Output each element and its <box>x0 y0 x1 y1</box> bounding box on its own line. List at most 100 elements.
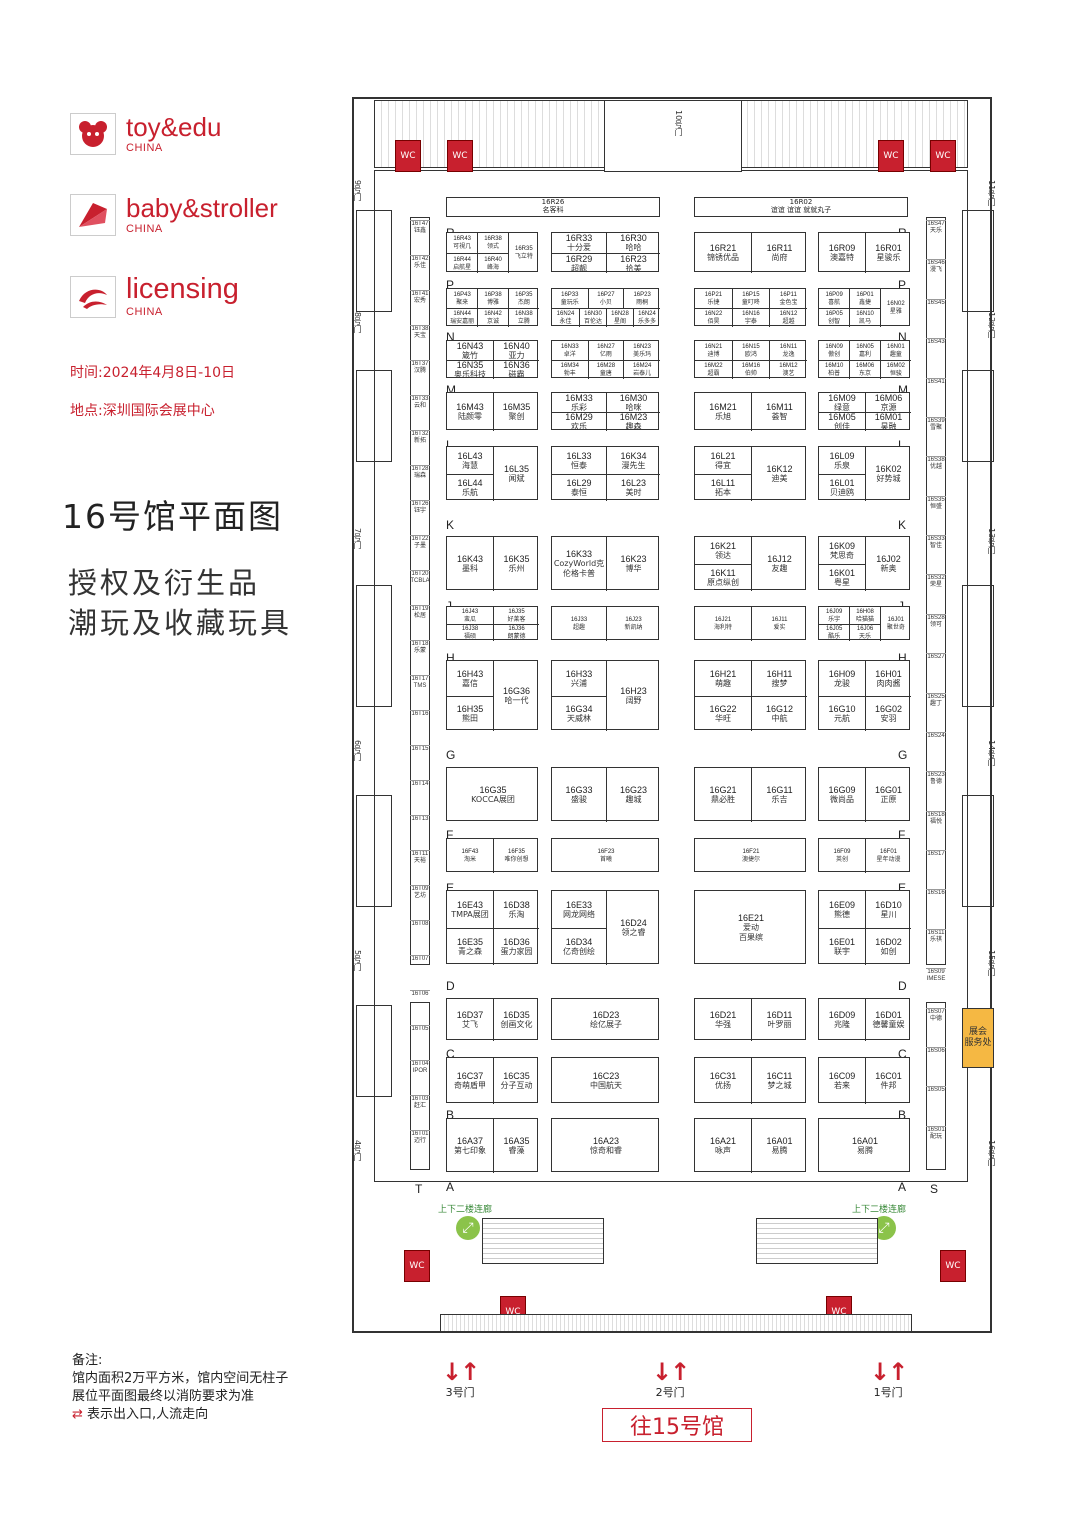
side-booth[interactable]: 16S05 <box>926 1086 946 1125</box>
side-door[interactable]: 7号门 <box>353 528 362 550</box>
side-door[interactable]: 12号门 <box>987 312 996 339</box>
side-booth[interactable]: 16T16 <box>410 710 430 745</box>
side-booth[interactable]: 16S43 <box>926 338 946 377</box>
side-door[interactable]: 16号门 <box>987 1140 996 1167</box>
side-booth[interactable]: 16S11 乐祺 <box>926 928 946 968</box>
side-booth[interactable]: 16T41 宏秀 <box>410 290 430 325</box>
side-booth[interactable]: 16T15 <box>410 745 430 780</box>
side-booth[interactable]: 16T09 艺坊 <box>410 885 430 920</box>
side-booth[interactable]: 16T14 <box>410 780 430 815</box>
side-door[interactable]: 9号门 <box>353 180 362 202</box>
side-door[interactable]: 8号门 <box>353 312 362 334</box>
side-booth[interactable]: 16T03 赶汇 <box>410 1095 430 1130</box>
side-booth[interactable]: 16T20 TCBLA <box>410 570 430 605</box>
side-booth[interactable]: 16T08 <box>410 920 430 955</box>
side-booth[interactable]: 16S23 鲁德 <box>926 771 946 810</box>
side-booth[interactable]: 16S07 中德 <box>926 1007 946 1047</box>
booth-16R26[interactable]: 16R26 名客科 <box>446 197 660 217</box>
side-booth[interactable]: 16S33 智佳 <box>926 535 946 574</box>
side-booth[interactable]: 16T05 <box>410 1025 430 1060</box>
side-booth[interactable]: 16T47 钰鑫 <box>410 220 430 255</box>
side-booth[interactable]: 16T06 <box>410 990 430 1025</box>
side-booth[interactable]: 16T26 钰宇 <box>410 500 430 535</box>
side-door[interactable]: 13号门 <box>987 528 996 555</box>
